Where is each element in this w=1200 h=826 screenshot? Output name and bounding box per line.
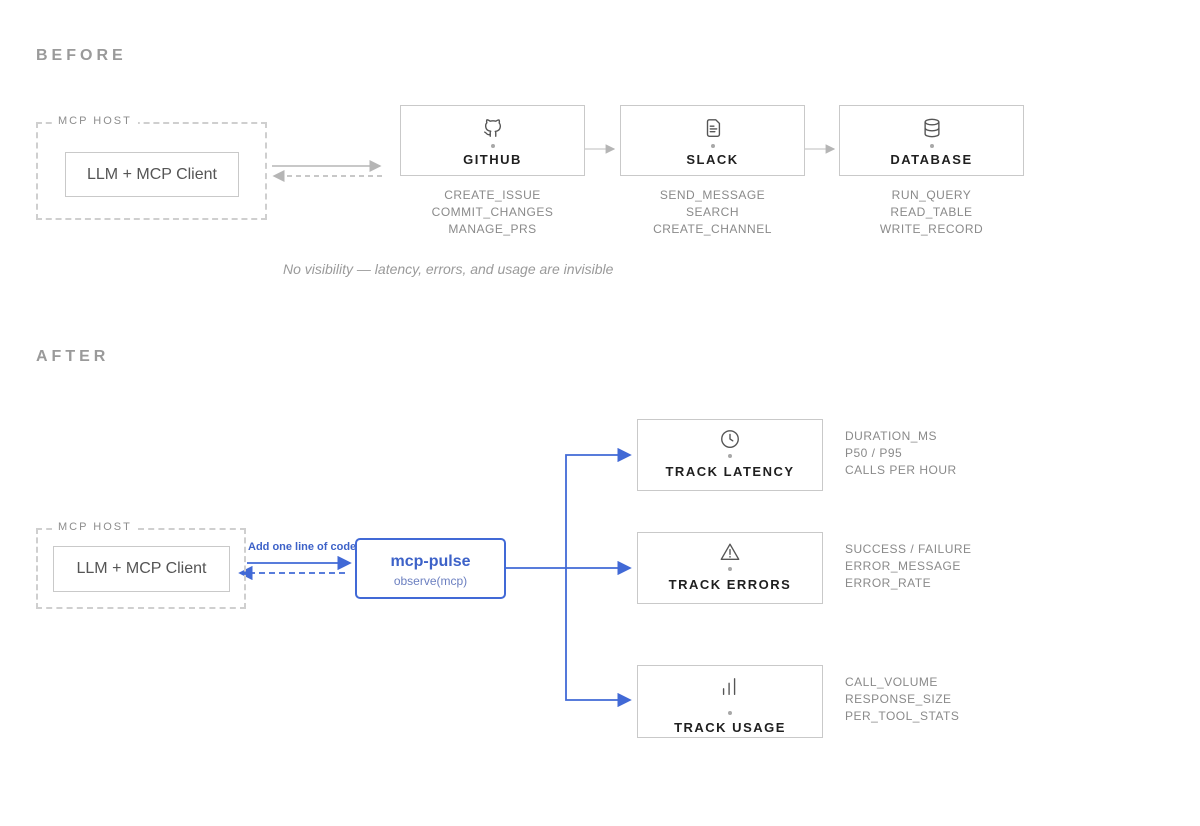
metric-item: SUCCESS / FAILURE	[845, 542, 972, 556]
metric-item: ERROR_MESSAGE	[845, 559, 961, 573]
tool-item: MANAGE_PRS	[448, 222, 537, 236]
tracker-label: TRACK USAGE	[674, 720, 786, 735]
github-server-box: GITHUB	[400, 105, 585, 176]
tool-item: COMMIT_CHANGES	[431, 205, 554, 219]
bar-chart-icon	[722, 678, 736, 696]
tool-item: CREATE_CHANNEL	[653, 222, 772, 236]
tool-item: SEARCH	[685, 205, 739, 219]
after-heading: AFTER	[36, 348, 110, 365]
tool-item: SEND_MESSAGE	[659, 188, 766, 202]
metric-item: RESPONSE_SIZE	[845, 692, 952, 706]
tracker-label: TRACK ERRORS	[668, 577, 792, 592]
metric-item: P50 / P95	[845, 446, 903, 460]
metric-item: PER_TOOL_STATS	[845, 709, 960, 723]
track-latency-box: TRACK LATENCY	[637, 419, 823, 491]
slack-server-box: SLACK	[620, 105, 805, 176]
github-icon	[483, 119, 501, 137]
llm-client-before: LLM + MCP Client	[65, 152, 239, 197]
database-server-box: DATABASE	[839, 105, 1024, 176]
tool-item: READ_TABLE	[890, 205, 973, 219]
slack-tools: SEND_MESSAGE SEARCH CREATE_CHANNEL	[620, 187, 805, 238]
track-errors-box: TRACK ERRORS	[637, 532, 823, 604]
add-code-label: Add one line of code	[248, 541, 357, 553]
track-usage-box: TRACK USAGE	[637, 665, 823, 738]
server-label: DATABASE	[890, 152, 973, 167]
tool-item: WRITE_RECORD	[879, 222, 984, 236]
tool-item: RUN_QUERY	[891, 188, 972, 202]
connector-dot	[490, 144, 495, 148]
before-heading: BEFORE	[36, 47, 127, 64]
llm-client-after: LLM + MCP Client	[53, 546, 230, 592]
server-label: GITHUB	[463, 152, 522, 167]
mcp-host-before: MCP HOST LLM + MCP Client	[36, 115, 267, 220]
connector-dot	[728, 567, 732, 571]
no-visibility-caption: No visibility — latency, errors, and usa…	[283, 261, 614, 277]
document-icon	[706, 119, 720, 137]
pulse-name: mcp-pulse	[390, 553, 471, 570]
connector-dot	[929, 144, 934, 148]
connector-dot	[728, 711, 732, 715]
metric-item: ERROR_RATE	[845, 576, 932, 590]
usage-metrics: CALL_VOLUME RESPONSE_SIZE PER_TOOL_STATS	[845, 674, 959, 725]
host-label: MCP HOST	[52, 521, 138, 533]
mcp-host-after: MCP HOST LLM + MCP Client	[36, 521, 246, 609]
database-tools: RUN_QUERY READ_TABLE WRITE_RECORD	[839, 187, 1024, 238]
tool-item: CREATE_ISSUE	[444, 188, 541, 202]
errors-metrics: SUCCESS / FAILURE ERROR_MESSAGE ERROR_RA…	[845, 541, 972, 592]
latency-arrow	[565, 447, 632, 568]
metric-item: CALL_VOLUME	[845, 675, 938, 689]
database-icon	[923, 118, 940, 138]
clock-icon	[721, 430, 739, 448]
latency-metrics: DURATION_MS P50 / P95 CALLS PER HOUR	[845, 428, 957, 479]
github-tools: CREATE_ISSUE COMMIT_CHANGES MANAGE_PRS	[400, 187, 585, 238]
warning-icon	[720, 543, 740, 561]
metric-item: CALLS PER HOUR	[845, 463, 957, 477]
connector-dot	[710, 144, 715, 148]
mcp-pulse-box: mcp-pulse observe(mcp)	[355, 538, 506, 599]
server-label: SLACK	[686, 152, 739, 167]
tracker-label: TRACK LATENCY	[665, 464, 795, 479]
connector-dot	[728, 454, 732, 458]
metric-item: DURATION_MS	[845, 429, 937, 443]
host-label: MCP HOST	[52, 115, 138, 127]
usage-arrow	[565, 568, 632, 708]
pulse-code: observe(mcp)	[393, 574, 468, 588]
